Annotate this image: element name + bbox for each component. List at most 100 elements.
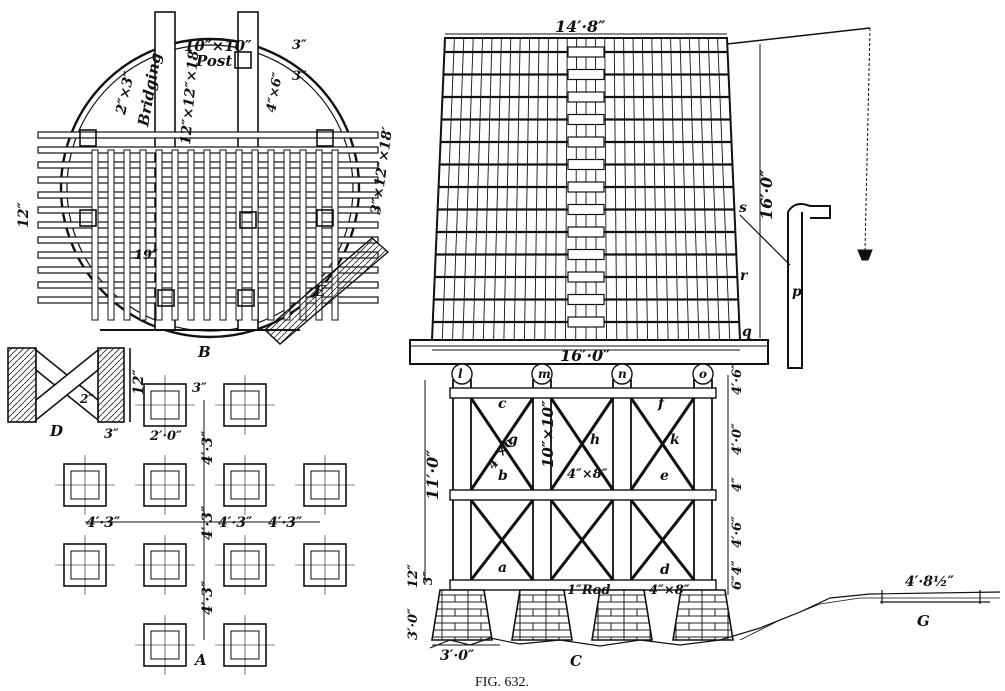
seg-4-label: 4′·6″	[730, 516, 745, 548]
ground-width-label: 4′·8½″	[905, 574, 955, 590]
stave	[670, 37, 679, 341]
member-letter-r: r	[740, 268, 749, 284]
bridging-strip	[187, 149, 195, 321]
stave	[441, 37, 455, 341]
joist-alt-label: 3″×12″×18′	[368, 126, 396, 216]
brace	[629, 499, 696, 581]
stone-pier	[431, 589, 493, 641]
post-cap	[611, 363, 633, 385]
bridging-strip	[123, 149, 131, 321]
detail-height-label: 12″	[131, 369, 147, 395]
hoop-lug	[567, 158, 605, 171]
view-label-c: C	[570, 652, 582, 670]
detail-d-labels: 12″ 3″ 2″ D	[49, 369, 147, 442]
bracket-size-label: 4″×6″	[264, 71, 286, 114]
post-size-label: 10″×10″	[184, 37, 252, 55]
member-letter-k: k	[670, 432, 680, 448]
post-size-elev-label: 10″×10″	[539, 400, 557, 468]
stone-pier	[511, 589, 573, 641]
stone-footings	[431, 589, 734, 641]
member-letter-p: p	[792, 284, 802, 300]
member-letter-b: b	[498, 468, 508, 484]
h-dim-1-label: 4′·3″	[86, 515, 121, 531]
hoop-lug	[567, 271, 605, 283]
post-letter-o: o	[699, 367, 707, 381]
bridging-strip	[139, 149, 147, 321]
stave	[472, 37, 484, 341]
hoop-lug	[567, 248, 605, 261]
stave	[717, 37, 731, 341]
member-letter-h: h	[590, 432, 600, 448]
stone-pier	[591, 589, 653, 641]
detail-brace-label: 2″	[79, 392, 94, 406]
spacing-label: 19″	[134, 248, 158, 263]
stave	[688, 37, 700, 341]
bridging-strip	[91, 149, 99, 321]
view-label-a: A	[193, 651, 207, 669]
stave	[523, 37, 531, 341]
detail-width-label: 3″	[104, 427, 119, 442]
stave	[513, 37, 521, 341]
hoop-lug	[567, 181, 605, 193]
bridging-strip	[267, 149, 275, 321]
post-cap	[531, 363, 553, 385]
stone-pier	[672, 589, 734, 641]
strut	[449, 579, 717, 591]
seg-1-label: 4′·6″	[730, 363, 745, 395]
post-word-label: Post	[195, 52, 232, 70]
tank	[409, 27, 873, 369]
footing-cap-label: 12″	[406, 564, 421, 588]
stave	[452, 37, 465, 341]
stave	[554, 37, 559, 341]
brace	[549, 397, 615, 491]
bridging-strip	[251, 149, 259, 321]
left-dim-label: 12″	[16, 202, 32, 228]
bridging-strip	[283, 149, 291, 321]
stave	[632, 37, 638, 341]
view-label-d: D	[49, 422, 63, 440]
member-letter-c: c	[498, 396, 507, 412]
stave	[503, 37, 512, 341]
post-letter-l: l	[458, 367, 463, 381]
ladder-label-e: E	[313, 282, 326, 300]
bridging-strip	[299, 149, 307, 321]
elevation-dims	[424, 33, 761, 646]
trestle-post	[452, 379, 472, 586]
post-letter-n: n	[618, 367, 627, 381]
stave	[462, 37, 474, 341]
stave	[707, 37, 720, 341]
member-letter-g: g	[508, 432, 518, 448]
member-letter-d: d	[660, 562, 670, 578]
hoop-lug	[567, 68, 605, 81]
joist	[37, 131, 379, 139]
bridging-strip	[155, 149, 163, 321]
tower-height-label: 11′·0″	[423, 449, 442, 500]
post-cap	[692, 363, 714, 385]
joint-detail-d	[7, 347, 131, 423]
brace	[469, 397, 535, 491]
hoop-lug	[567, 46, 605, 58]
view-label-b: B	[197, 343, 211, 361]
plan-a-labels: 2′·0″ 3″ 4′·3″ 4′·3″ 4′·3″ 4′·3″ 4′·3″ 4…	[86, 381, 303, 669]
footing-height-label: 3′·0″	[406, 608, 421, 640]
seg-3-label: 4″	[730, 477, 745, 492]
stave	[604, 37, 607, 341]
tank-height-label: 16′·0″	[757, 169, 776, 220]
pier-size-label: 2′·0″	[149, 429, 182, 444]
hoop-lug	[567, 91, 605, 103]
figure-caption: FIG. 632.	[475, 675, 529, 690]
bridging-strip	[171, 149, 179, 321]
strut-mid-label: 4″×8″	[567, 467, 608, 482]
bottom-width-label: 16′·0″	[560, 346, 611, 365]
bridging-strip	[331, 149, 339, 321]
stave	[651, 37, 659, 341]
member-letter-s: s	[739, 200, 747, 216]
stave	[623, 37, 628, 341]
elevation-labels: 14′·8″ 16′·0″ 16′·0″ 11′·0″ 10″×10″ 4″×6…	[406, 17, 955, 690]
joist-size-label: 12″×12″×18′	[178, 46, 203, 145]
trestle-post	[693, 379, 713, 586]
plan-a-dims	[85, 400, 320, 640]
floor-framing-plan-b	[37, 11, 390, 345]
bridging-size-label: 2″×3″	[113, 69, 138, 117]
